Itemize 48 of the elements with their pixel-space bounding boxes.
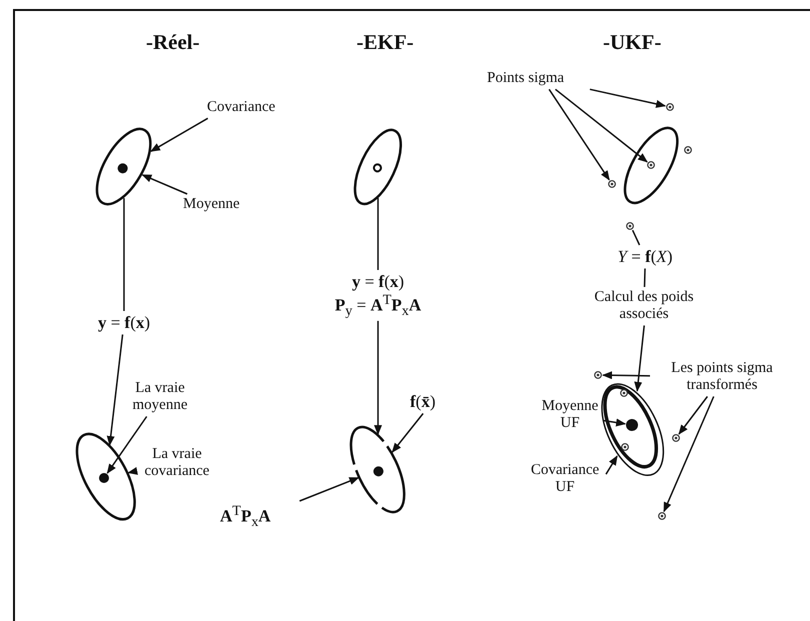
covariance-ellipse — [601, 383, 661, 471]
leader-line — [150, 118, 208, 152]
sigma-point — [663, 100, 677, 114]
callout-text: Points sigma — [487, 70, 566, 88]
sigma-point — [655, 509, 669, 523]
formula-text: y = f(x) — [96, 313, 152, 333]
process-text: Calcul des poids associés — [593, 289, 695, 324]
formula-text: A$^{T}$P$_{x}$A — [220, 503, 272, 530]
leader-line — [590, 88, 666, 108]
leader-line — [602, 371, 650, 380]
leader-line — [299, 477, 360, 502]
leader-line — [548, 88, 610, 181]
sigma-point — [681, 143, 695, 157]
sigma-point — [669, 431, 683, 445]
callout-text: Les points sigma transformés — [670, 360, 774, 394]
formula-text: Y = f(X) — [616, 247, 674, 267]
callout-text: Covariance — [207, 99, 276, 116]
covariance-ellipse — [622, 124, 680, 206]
sigma-point — [623, 219, 637, 233]
covariance-ellipse — [74, 431, 138, 523]
callout-text: Moyenne — [183, 196, 241, 214]
column-heading: -Réel- — [146, 30, 200, 55]
column-heading: -UKF- — [603, 30, 662, 55]
callout-text: La vraie moyenne — [132, 380, 188, 414]
callout-text: Moyenne UF — [540, 398, 600, 432]
formula-text: P$_{y}$ = A$^{T}$P$_{x}$A — [334, 292, 422, 319]
leader-line — [605, 455, 618, 475]
formula-text: y = f(x) — [350, 272, 406, 292]
leader-line — [634, 325, 645, 392]
leader-line — [604, 418, 626, 426]
leader-line — [127, 467, 138, 475]
leader-line — [106, 416, 148, 474]
callout-text: La vraie covariance — [144, 446, 210, 480]
covariance-ellipse — [348, 424, 408, 516]
leader-line — [392, 413, 424, 453]
covariance-ellipse — [94, 126, 154, 208]
leader-line — [678, 396, 708, 435]
leader-line — [663, 396, 714, 512]
column-heading: -EKF- — [356, 30, 414, 55]
formula-text: f(x̄) — [410, 392, 437, 412]
callout-text: Covariance UF — [530, 462, 600, 496]
leader-line — [142, 174, 188, 195]
covariance-ellipse — [352, 127, 404, 207]
sigma-point — [591, 368, 605, 382]
sigma-point — [605, 177, 619, 191]
leader-line — [106, 334, 124, 446]
leader-line — [374, 320, 382, 436]
leader-line — [554, 88, 648, 163]
